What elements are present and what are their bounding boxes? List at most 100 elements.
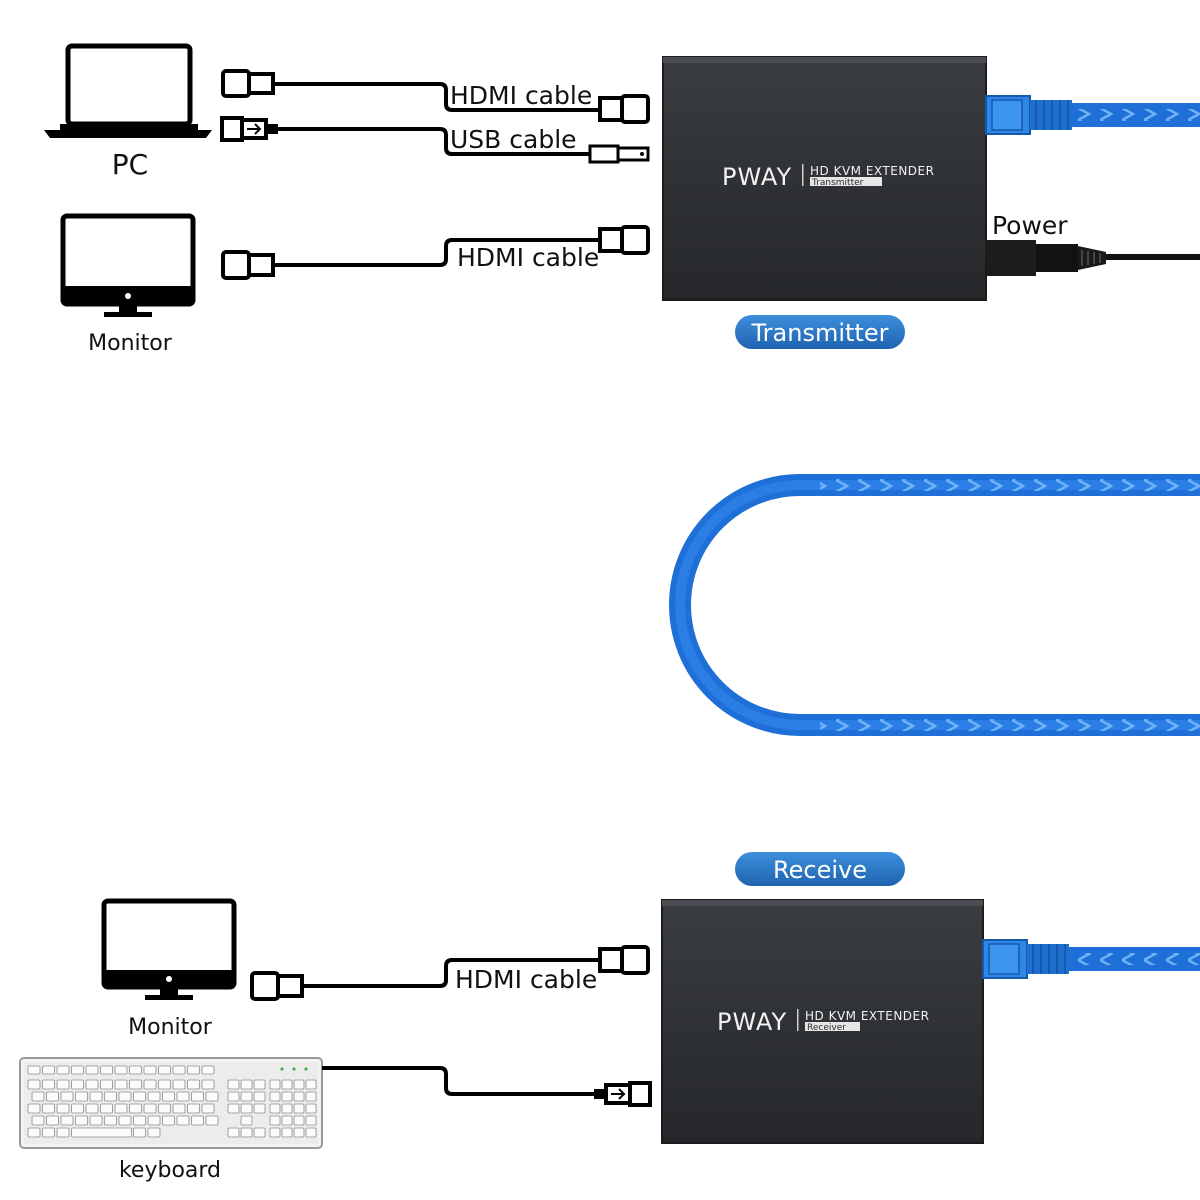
keyboard-key [305,1115,317,1126]
monitor-label-bottom: Monitor [128,1015,213,1040]
keyboard-key [293,1115,305,1126]
keyboard-key [129,1103,142,1114]
keyboard-key [205,1115,219,1126]
keyboard-key [89,1091,103,1102]
keyboard-key [305,1091,317,1102]
keyboard-key [27,1103,41,1114]
keyboard-key [42,1103,55,1114]
receiver-badge-label: Receive [773,856,867,884]
keyboard-key [133,1127,146,1138]
transmitter-box: PWAY HD KVM EXTENDER Transmitter [662,56,987,301]
hdmi-connector-icon [221,69,275,98]
hdmi-connector-icon [221,250,275,280]
keyboard-key [240,1115,253,1126]
usb-connector-icon [594,1081,652,1107]
keyboard-key [240,1091,253,1102]
transmitter-badge-label: Transmitter [751,319,889,347]
keyboard-key [305,1127,317,1138]
keyboard-key [158,1065,171,1075]
transmitter-product: HD KVM EXTENDER [810,164,934,178]
hdmi-cable-label: HDMI cable [450,81,592,110]
keyboard-key [281,1127,293,1138]
keyboard-key [293,1079,305,1090]
keyboard-key [240,1079,253,1090]
keyboard-key [100,1079,113,1090]
keyboard-key [118,1091,132,1102]
keyboard-key [305,1103,317,1114]
keyboard-key [205,1091,219,1102]
ethernet-cable-loop [669,474,1200,736]
hdmi-cable-label: HDMI cable [455,965,597,994]
keyboard-key [143,1079,157,1090]
usb-connector-icon [220,116,278,142]
keyboard-key [253,1091,266,1102]
receiver-badge: Receive [735,852,905,886]
keyboard-key [143,1103,157,1114]
usb-cable-label: USB cable [450,125,577,154]
keyboard-key [227,1091,240,1102]
keyboard-key [158,1079,171,1090]
keyboard-key [227,1079,240,1090]
keyboard-key [305,1079,317,1090]
keyboard-key [253,1103,266,1114]
keyboard-key [42,1079,55,1090]
keyboard-key [114,1065,128,1075]
power-cable [1106,254,1200,260]
laptop-icon [44,43,212,138]
keyboard-key [75,1091,88,1102]
monitor-icon [101,898,237,1000]
keyboard-key [129,1065,142,1075]
keyboard-key [281,1091,293,1102]
keyboard-key [42,1127,55,1138]
keyboard-key [281,1103,293,1114]
keyboard-key [293,1103,305,1114]
keyboard-key [60,1091,74,1102]
keyboard-key [187,1079,200,1090]
keyboard-key [133,1091,146,1102]
keyboard-key [227,1103,240,1114]
transmitter-unit-type: Transmitter [811,178,864,188]
dc-power-connector-icon [986,240,1106,276]
monitor-icon [60,213,196,317]
hdmi-connector-icon [598,94,650,124]
keyboard-key [56,1065,70,1075]
keyboard-key [176,1091,190,1102]
keyboard-key [269,1115,281,1126]
keyboard-key [162,1091,175,1102]
rj45-connector-icon [982,939,1069,979]
keyboard-key [56,1079,70,1090]
hdmi-cable-monitor-top: HDMI cable [221,225,650,280]
keyboard-key [85,1065,99,1075]
keyboard-key [71,1103,84,1114]
keyboard-key [147,1091,161,1102]
keyboard-key [104,1115,117,1126]
keyboard-key [133,1115,146,1126]
hdmi-connector-icon [598,225,650,255]
keyboard-key [27,1127,41,1138]
keyboard-key [201,1103,215,1114]
keyboard-key [27,1079,41,1090]
keyboard-key [71,1127,132,1138]
keyboard-key [162,1115,175,1126]
pc-label: PC [112,148,148,181]
keyboard-key [269,1127,281,1138]
keyboard-key [269,1103,281,1114]
keyboard-key [60,1115,74,1126]
keyboard-label: keyboard [119,1158,221,1183]
keyboard-key [114,1079,128,1090]
keyboard-key [187,1065,200,1075]
keyboard-key [114,1103,128,1114]
keyboard-icon [19,1057,323,1149]
keyboard-key [147,1127,161,1138]
monitor-label-top: Monitor [88,331,173,356]
keyboard-key [129,1079,142,1090]
keyboard-led [292,1067,296,1071]
keyboard-key [56,1103,70,1114]
rj45-connector-icon [985,95,1072,135]
receiver-box: PWAY HD KVM EXTENDER Receiver [661,899,984,1144]
hdmi-connector-icon [598,945,650,975]
keyboard-key [31,1115,45,1126]
hdmi-cable-pc: HDMI cable [221,69,650,124]
keyboard-key [269,1091,281,1102]
